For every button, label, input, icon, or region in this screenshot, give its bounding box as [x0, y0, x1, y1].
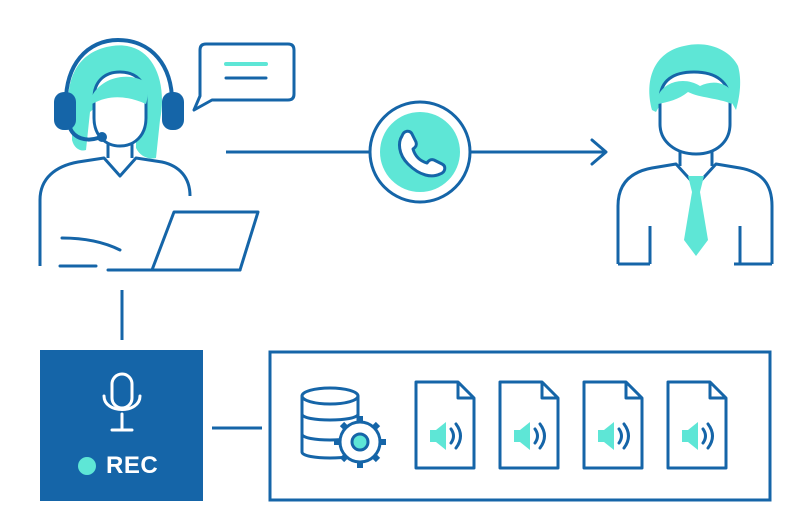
- call-connection-arrow: [226, 138, 608, 166]
- audio-file-icon: [414, 380, 476, 470]
- speech-bubble-icon: [192, 42, 296, 112]
- audio-file-icon: [582, 380, 644, 470]
- database-gear-icon: [300, 386, 386, 468]
- microphone-icon: [102, 372, 142, 432]
- recording-dot-icon: [78, 457, 96, 475]
- rec-indicator: REC: [78, 452, 188, 480]
- customer-figure: [616, 44, 774, 266]
- storage-box: [268, 350, 772, 502]
- audio-file-icon: [666, 380, 728, 470]
- rec-label: REC: [106, 452, 159, 479]
- agent-figure: [38, 37, 260, 272]
- phone-handset-icon: [368, 100, 472, 204]
- recorder-box: [40, 350, 203, 501]
- audio-file-icon: [498, 380, 560, 470]
